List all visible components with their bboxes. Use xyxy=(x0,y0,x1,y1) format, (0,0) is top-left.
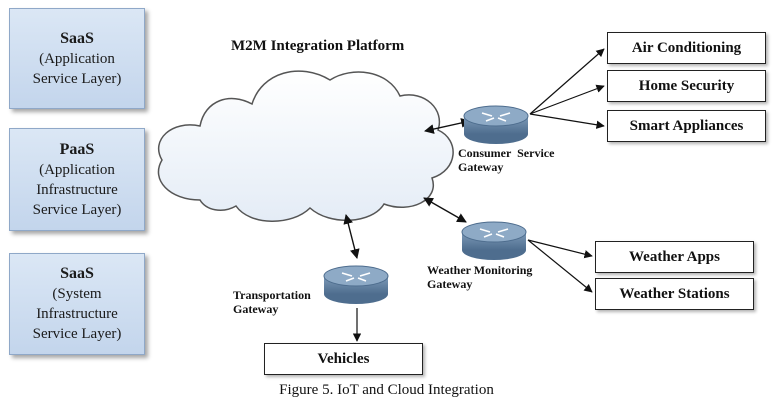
device-smart-appliances: Smart Appliances xyxy=(607,110,766,142)
device-home-security: Home Security xyxy=(607,70,766,102)
layer-line: Service Layer) xyxy=(32,70,122,87)
connector-cloud-transport xyxy=(343,214,360,259)
layer-line: (Application xyxy=(39,161,115,178)
device-vehicles: Vehicles xyxy=(264,343,423,375)
router-icon xyxy=(463,105,529,144)
label-line: Gateway xyxy=(233,302,279,316)
label-line: Weather Monitoring xyxy=(427,263,533,277)
figure-caption: Figure 5. IoT and Cloud Integration xyxy=(279,382,494,398)
device-air-conditioning: Air Conditioning xyxy=(607,32,766,64)
layer-saas-application: SaaS (Application Service Layer) xyxy=(9,8,145,109)
label-line: Transportation xyxy=(233,288,311,302)
device-weather-apps: Weather Apps xyxy=(595,241,754,273)
connector-security xyxy=(529,84,605,115)
connector-weather-apps xyxy=(527,239,593,259)
label-line: Gateway xyxy=(427,277,473,291)
consumer-gateway-label: Consumer Service Gateway xyxy=(458,146,554,174)
label-line: Gateway xyxy=(458,160,504,174)
connector-weather-stations xyxy=(527,239,593,293)
layer-saas-system: SaaS (System Infrastructure Service Laye… xyxy=(9,253,145,355)
connector-appliances xyxy=(529,113,605,129)
layer-title: SaaS xyxy=(60,29,94,47)
label-line: Consumer Service xyxy=(458,146,555,160)
layer-line: Service Layer) xyxy=(32,201,122,218)
layer-line: (System xyxy=(52,286,102,302)
layer-paas: PaaS (Application Infrastructure Service… xyxy=(9,128,145,231)
connector-cloud-weather xyxy=(423,197,467,223)
connector-ac xyxy=(529,48,605,115)
layer-line: Service Layer) xyxy=(32,326,122,342)
router-icon xyxy=(461,221,527,260)
layer-title: SaaS xyxy=(60,265,94,282)
cloud-icon xyxy=(157,70,454,222)
connector-cloud-consumer xyxy=(424,118,471,134)
weather-gateway-label: Weather Monitoring Gateway xyxy=(427,263,532,291)
layer-line: Infrastructure xyxy=(36,181,118,198)
device-weather-stations: Weather Stations xyxy=(595,278,754,310)
layer-line: (Application xyxy=(39,50,115,67)
layer-title: PaaS xyxy=(59,140,95,158)
layer-line: Infrastructure xyxy=(36,306,118,322)
router-icon xyxy=(323,265,389,304)
transport-gateway-label: Transportation Gateway xyxy=(233,288,311,316)
platform-title: M2M Integration Platform xyxy=(231,38,405,54)
